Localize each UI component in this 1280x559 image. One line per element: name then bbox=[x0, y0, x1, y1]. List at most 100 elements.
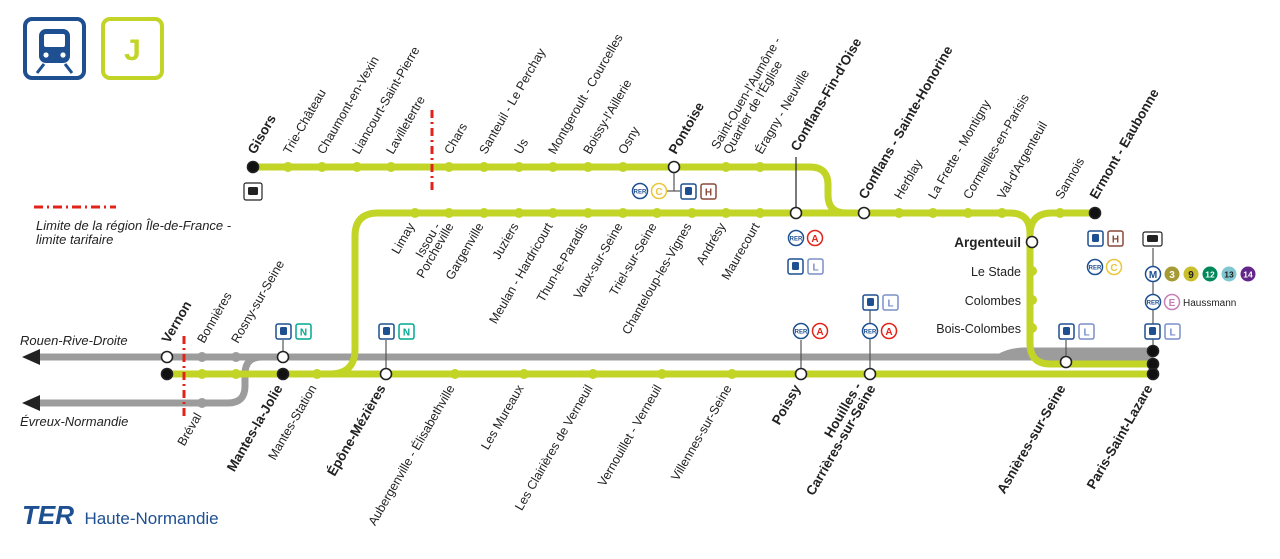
svg-text:H: H bbox=[705, 188, 712, 199]
station-asnieres: Asnières-sur-Seine bbox=[994, 382, 1069, 496]
grey-station-dots bbox=[197, 352, 241, 408]
rer-icon bbox=[792, 322, 810, 340]
station-chanteloup: Chanteloup-les-Vignes bbox=[619, 221, 694, 337]
transilien-h-badge bbox=[700, 183, 717, 200]
station-juziers: Juziers bbox=[490, 221, 522, 262]
major-station-circles bbox=[160, 160, 1160, 381]
grey-track-asnieres bbox=[996, 347, 1154, 361]
transilien-n-badge bbox=[398, 323, 415, 340]
legend-line-2: limite tarifaire bbox=[36, 232, 113, 247]
metro-9-badge bbox=[1183, 266, 1199, 282]
svg-text:RER: RER bbox=[864, 330, 877, 336]
rer-icon bbox=[1144, 293, 1162, 311]
transilien-h-badge bbox=[1107, 230, 1124, 247]
connections-mantes: N bbox=[275, 323, 312, 351]
station-meulan: Meulan - Hardricourt bbox=[487, 220, 556, 326]
connections-poissy: RER A bbox=[792, 322, 829, 368]
svg-text:RER: RER bbox=[795, 330, 808, 336]
rer-icon bbox=[861, 322, 879, 340]
rer-icon bbox=[1086, 258, 1104, 276]
station-osny: Osny bbox=[615, 124, 642, 157]
arrow-rouen-icon bbox=[22, 349, 40, 365]
connections-ermont: H RER C bbox=[1086, 230, 1124, 276]
svg-text:A: A bbox=[811, 234, 818, 245]
region-limit-legend: Limite de la région Île-de-France - limi… bbox=[34, 205, 232, 247]
svg-text:9: 9 bbox=[1188, 270, 1194, 281]
rer-a-badge bbox=[811, 322, 829, 340]
legend-line-1: Limite de la région Île-de-France - bbox=[36, 218, 232, 233]
track-gisors bbox=[249, 163, 850, 217]
track-ermont bbox=[1026, 209, 1099, 239]
transilien-l-badge bbox=[1078, 323, 1095, 340]
metro-13-badge bbox=[1221, 266, 1237, 282]
connections-asnieres: L bbox=[1058, 323, 1095, 356]
svg-text:E: E bbox=[1169, 298, 1176, 309]
ter-logo: TER bbox=[22, 500, 74, 530]
rer-c-badge bbox=[650, 182, 668, 200]
station-saint-lazare: Paris-Saint-Lazare bbox=[1084, 382, 1156, 492]
arrow-evreux-icon bbox=[22, 395, 40, 411]
svg-text:3: 3 bbox=[1169, 270, 1175, 281]
connections-saint-lazare: M 3 9 12 13 14 RER E Haussmann L bbox=[1142, 231, 1256, 345]
station-les-mureaux: Les Mureaux bbox=[478, 382, 527, 452]
station-argenteuil: Argenteuil bbox=[954, 235, 1021, 250]
top-station-labels: Gisors Trie-Château Chaumont-en-Vexin Li… bbox=[245, 32, 1162, 202]
brand-footer: TER Haute-Normandie bbox=[22, 500, 219, 531]
station-andresy: Andrésy bbox=[694, 220, 729, 267]
station-frette: La Frette - Montigny bbox=[925, 97, 993, 202]
gisors-ticket-icon bbox=[243, 182, 263, 201]
svg-text:H: H bbox=[1112, 235, 1119, 246]
station-villennes: Villennes-sur-Seine bbox=[668, 382, 734, 483]
station-chars: Chars bbox=[441, 121, 470, 157]
dest-rouen: Rouen-Rive-Droite bbox=[20, 333, 128, 348]
metro-14-badge bbox=[1240, 266, 1256, 282]
svg-text:M: M bbox=[1149, 270, 1157, 281]
station-sannois: Sannois bbox=[1052, 155, 1087, 201]
station-pontoise: Pontoise bbox=[666, 99, 708, 156]
svg-text:N: N bbox=[403, 328, 410, 339]
svg-text:RER: RER bbox=[1089, 266, 1102, 272]
svg-text:RER: RER bbox=[1147, 301, 1160, 307]
metro-12-badge bbox=[1202, 266, 1218, 282]
station-gisors: Gisors bbox=[245, 112, 279, 157]
connections-pontoise: RER C H bbox=[631, 173, 717, 200]
rer-icon bbox=[631, 182, 649, 200]
branch-station-labels: Argenteuil Le Stade Colombes Bois-Colomb… bbox=[936, 235, 1021, 336]
station-le-stade: Le Stade bbox=[971, 265, 1021, 279]
station-poissy: Poissy bbox=[769, 382, 804, 428]
svg-text:A: A bbox=[885, 327, 892, 338]
track-conflans bbox=[326, 209, 1154, 378]
transilien-l-badge bbox=[1164, 323, 1181, 340]
connections-epone: N bbox=[378, 323, 415, 368]
svg-text:RER: RER bbox=[634, 190, 647, 196]
transilien-l-badge bbox=[882, 294, 899, 311]
station-chaumont: Chaumont-en-Vexin bbox=[314, 54, 381, 157]
svg-text:RER: RER bbox=[790, 237, 803, 243]
station-ermont: Ermont - Eaubonne bbox=[1087, 86, 1162, 202]
svg-text:C: C bbox=[655, 187, 662, 198]
svg-text:L: L bbox=[1083, 328, 1089, 339]
metro-icon bbox=[1144, 265, 1162, 283]
svg-text:N: N bbox=[300, 328, 307, 339]
svg-text:13: 13 bbox=[1224, 270, 1234, 280]
svg-text:12: 12 bbox=[1205, 270, 1215, 280]
rer-a-badge bbox=[806, 229, 824, 247]
station-colombes: Colombes bbox=[965, 294, 1021, 308]
dest-evreux: Évreux-Normandie bbox=[20, 414, 128, 429]
station-breval: Bréval bbox=[175, 411, 205, 449]
station-herblay: Herblay bbox=[891, 157, 925, 202]
station-us: Us bbox=[511, 136, 531, 156]
train-mode-icon bbox=[23, 17, 86, 80]
connections-houilles: L RER A bbox=[861, 294, 899, 368]
svg-text:L: L bbox=[887, 299, 893, 310]
svg-text:A: A bbox=[816, 327, 823, 338]
haussmann-label: Haussmann bbox=[1183, 298, 1236, 309]
station-dots bbox=[197, 162, 1065, 379]
grey-tracks bbox=[36, 347, 1154, 407]
station-clairieres: Les Clairières de Verneuil bbox=[512, 383, 595, 513]
svg-text:L: L bbox=[1169, 328, 1175, 339]
station-bois-colombes: Bois-Colombes bbox=[936, 322, 1021, 336]
svg-text:L: L bbox=[812, 263, 818, 274]
line-j-letter: J bbox=[124, 34, 141, 67]
